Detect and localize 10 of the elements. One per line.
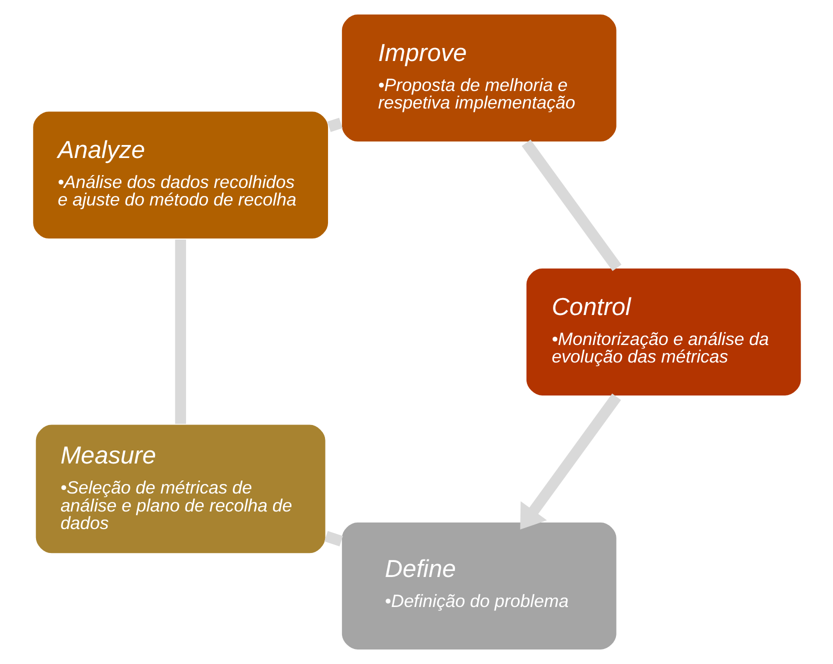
connector [521,140,621,272]
node-box: Define •Definição do problema [340,521,618,651]
connector [326,118,342,132]
node-box: Measure •Seleção de métricas de análise e plano de recolha de dados [34,423,326,554]
node-box: Control •Monitorização e análise da evolução das métricas [524,267,802,397]
arrow [520,394,621,530]
node-box: Analyze •Análise dos dados recolhidos e ajuste do método de recolha [31,110,329,240]
connector [324,531,342,546]
node-box: Improve •Proposta de melhoria e respetiva implementação [340,13,618,143]
connector [174,239,186,424]
